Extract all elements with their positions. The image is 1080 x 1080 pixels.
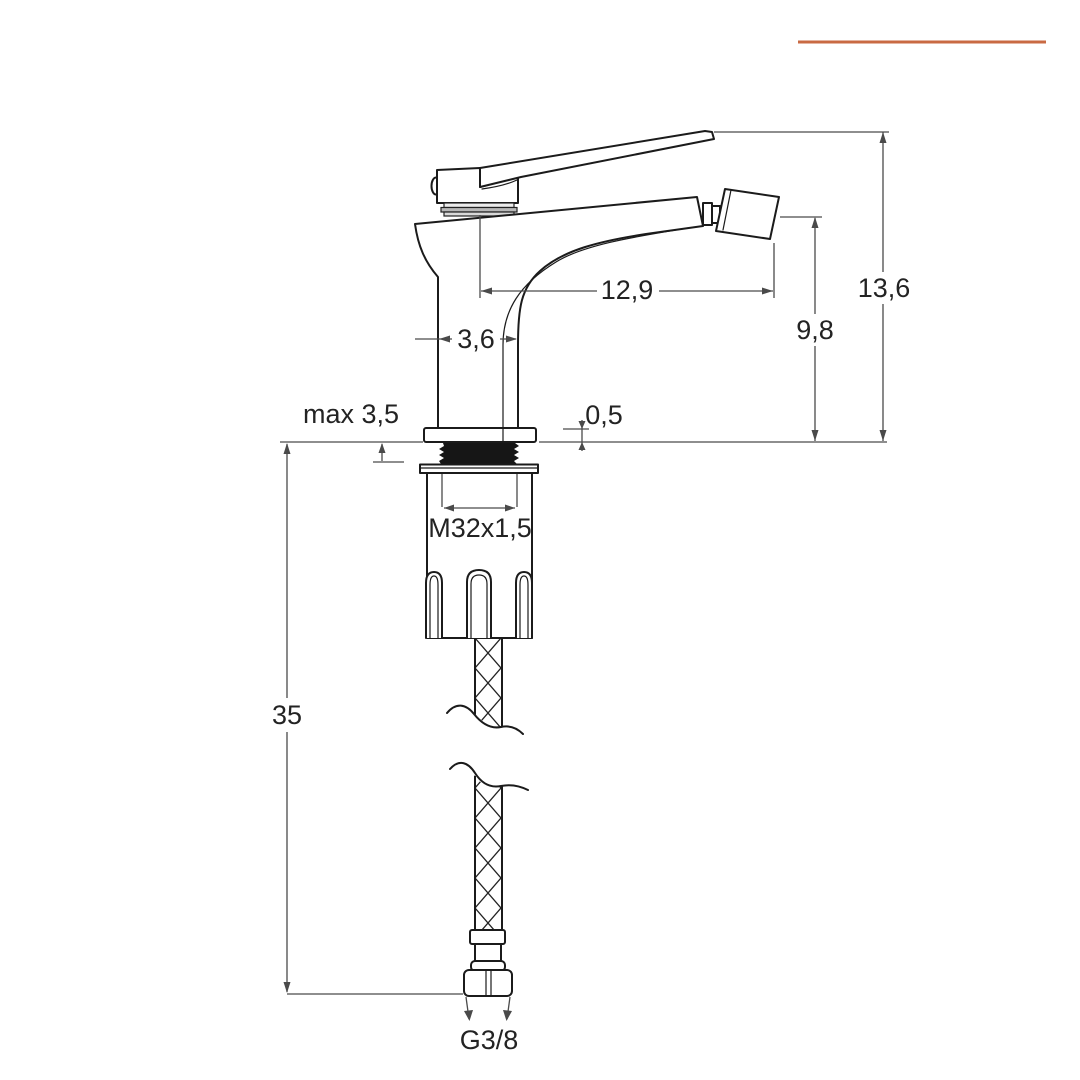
dim-line-connection — [465, 996, 511, 1020]
label-thread-size-top: M32x1,5 — [428, 513, 532, 543]
label-total-height: 13,6 — [858, 273, 911, 303]
hex-facet-lines — [485, 970, 492, 996]
nozzle-edge-line — [722, 189, 732, 231]
dim-line-max-counter — [373, 444, 404, 463]
handle-lever — [479, 130, 715, 188]
faucet-figure — [414, 130, 780, 997]
label-projection: 12,9 — [601, 275, 654, 305]
aerator-nozzle — [715, 188, 780, 240]
supply-hose-upper — [446, 638, 524, 735]
label-body-width: 3,6 — [457, 324, 495, 354]
faucet-body-and-spout — [414, 196, 704, 429]
spout-inner-contour — [502, 227, 689, 429]
handle-collar-rings — [440, 202, 518, 217]
label-connection-size: G3/8 — [460, 1025, 519, 1055]
base-plate — [423, 427, 537, 443]
hose-ferrule — [469, 929, 506, 945]
dimension-arrowheads — [283, 132, 887, 1021]
hex-connector-nut — [463, 969, 513, 997]
hose-break-line-bottom — [449, 761, 529, 791]
label-plate-thickness: 0,5 — [585, 400, 623, 430]
label-spout-height: 9,8 — [796, 315, 834, 345]
hose-break-line-top — [446, 704, 524, 735]
mounting-nut-slots — [425, 569, 533, 639]
dim-line-thread — [441, 474, 518, 509]
washer-plate — [419, 463, 539, 474]
threaded-shank — [439, 443, 519, 464]
supply-hose-lower — [449, 761, 529, 931]
dimension-labels: 12,9 13,6 9,8 3,6 max 3,5 0,5 M32x1,5 35… — [272, 273, 910, 1055]
dimension-lines — [280, 131, 889, 1021]
label-max-counter-thickness: max 3,5 — [303, 399, 399, 429]
nozzle-connector-1 — [702, 202, 713, 226]
handle-notch-line — [481, 179, 518, 190]
label-hose-length: 35 — [272, 700, 302, 730]
